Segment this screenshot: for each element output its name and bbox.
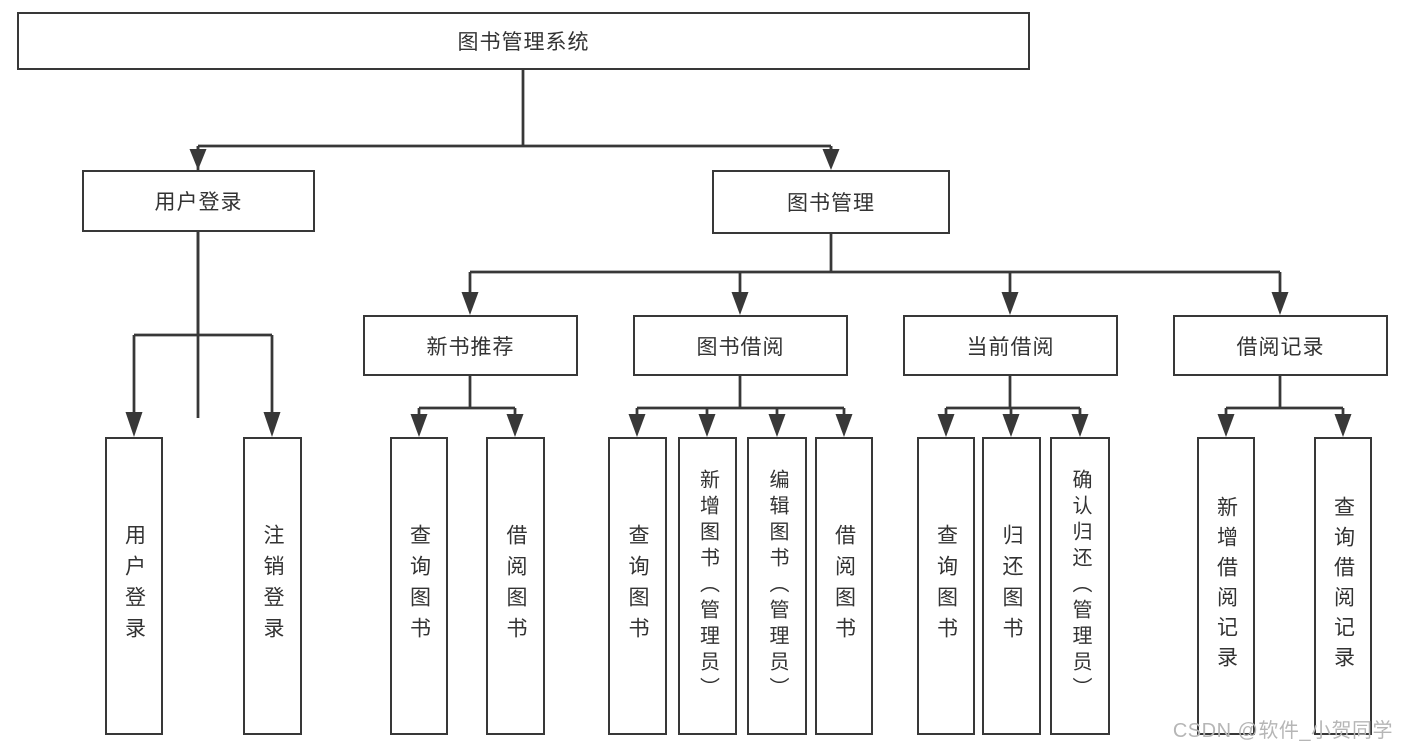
node-label: 查询图书 (934, 524, 958, 648)
arrowheads (125, 149, 1352, 437)
node-label: 查询图书 (626, 524, 649, 648)
node-label: 归还图书 (1000, 524, 1023, 648)
node-label: 借阅记录 (1236, 335, 1325, 359)
node-root-library-system: 图书管理系统 (17, 12, 1030, 70)
node-label: 新书推荐 (426, 335, 515, 359)
node-book-management: 图书管理 (712, 170, 950, 234)
node-label: 借阅图书 (504, 524, 527, 648)
node-label: 用户登录 (154, 191, 243, 214)
edge-borrow-leaves (635, 376, 846, 420)
node-label: 新增图书（管理员） (696, 469, 719, 703)
edge-current-leaves (944, 376, 1082, 420)
leaf-recommend-borrow-books: 借阅图书 (486, 437, 545, 735)
node-label: 确认归还（管理员） (1069, 469, 1091, 703)
node-label: 编辑图书（管理员） (766, 469, 788, 703)
leaf-recommend-query-books: 查询图书 (390, 437, 448, 735)
node-label: 图书管理 (787, 192, 875, 215)
leaf-borrow-books: 借阅图书 (815, 437, 873, 735)
node-book-borrowing: 图书借阅 (633, 315, 848, 376)
node-current-borrowing: 当前借阅 (903, 315, 1118, 376)
node-label: 查询借阅记录 (1331, 496, 1355, 676)
node-label: 图书借阅 (696, 335, 785, 359)
node-label: 当前借阅 (966, 335, 1055, 359)
leaf-logout: 注销登录 (243, 437, 302, 735)
node-user-login: 用户登录 (82, 170, 315, 232)
edge-login-leaves (132, 232, 274, 420)
node-label: 新增借阅记录 (1214, 496, 1238, 676)
leaf-confirm-return-admin: 确认归还（管理员） (1050, 437, 1110, 735)
leaf-edit-book-admin: 编辑图书（管理员） (747, 437, 807, 735)
node-label: 查询图书 (407, 524, 431, 648)
leaf-add-borrow-record: 新增借阅记录 (1197, 437, 1255, 735)
leaf-return-book: 归还图书 (982, 437, 1041, 735)
leaf-borrow-query-books: 查询图书 (608, 437, 667, 735)
csdn-watermark: CSDN @软件_小贺同学 (1172, 720, 1393, 742)
node-label: 注销登录 (261, 524, 284, 648)
leaf-user-login: 用户登录 (105, 437, 163, 735)
node-label: 图书管理系统 (457, 31, 590, 54)
node-new-book-recommendation: 新书推荐 (363, 315, 578, 376)
leaf-add-book-admin: 新增图书（管理员） (678, 437, 737, 735)
node-label: 用户登录 (122, 524, 146, 648)
edge-mgmt-level3 (468, 234, 1282, 298)
node-label: 借阅图书 (832, 524, 856, 648)
edge-recommend-leaves (417, 376, 517, 420)
leaf-query-borrow-record: 查询借阅记录 (1314, 437, 1372, 735)
edge-root-level2 (196, 70, 833, 418)
edge-records-leaves (1224, 376, 1345, 420)
leaf-current-query-books: 查询图书 (917, 437, 975, 735)
node-borrowing-records: 借阅记录 (1173, 315, 1388, 376)
